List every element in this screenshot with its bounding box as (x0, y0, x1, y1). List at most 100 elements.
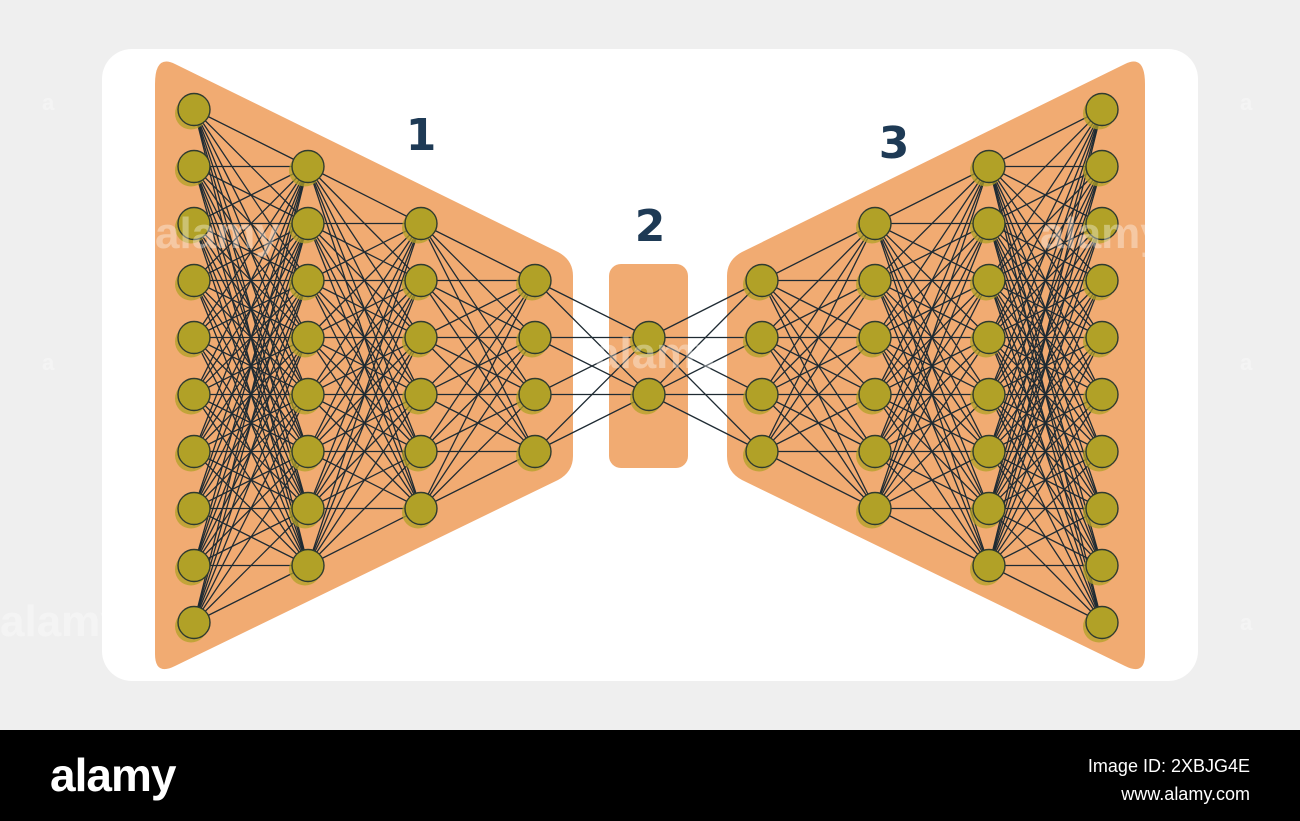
neuron-node (402, 263, 438, 301)
connection-line (648, 393, 763, 453)
autoencoder-diagram: 1 2 3 a a a a a alamy alamy alamy alamy (0, 61, 1253, 670)
neuron-node (743, 320, 779, 358)
watermark-mark: a (1240, 350, 1253, 375)
watermark-text: alamy (595, 329, 720, 378)
connection-line (193, 166, 309, 281)
neuron-node (516, 320, 552, 358)
connection-line (648, 280, 763, 395)
section-label-bottleneck: 2 (635, 201, 666, 252)
neuron-node (175, 377, 211, 415)
footer-logo: alamy (50, 749, 176, 801)
decoder-panel (727, 61, 1145, 670)
neuron-node (402, 491, 438, 529)
connection-line (307, 280, 422, 566)
connection-line (307, 507, 422, 567)
neuron-node (516, 434, 552, 472)
neuron-node (1083, 206, 1119, 244)
neuron-node (970, 434, 1006, 472)
watermark-layer: a a a a a alamy alamy alamy alamy (0, 90, 1253, 646)
connection-line (420, 222, 536, 282)
connection-line (874, 166, 990, 338)
neuron-node (970, 206, 1006, 244)
neuron-node (1083, 263, 1119, 301)
connection-line (761, 223, 876, 395)
neuron-node (175, 263, 211, 301)
connection-line (307, 222, 422, 282)
watermark-mark: a (1240, 610, 1253, 635)
connection-line (874, 166, 990, 395)
neuron-node (175, 149, 211, 187)
neuron-node (289, 548, 325, 586)
neuron-node (970, 377, 1006, 415)
connection-line (761, 223, 876, 452)
connection-line (307, 451, 422, 566)
connection-line (307, 223, 422, 338)
neuron-node (175, 605, 211, 643)
connection-line (307, 165, 422, 225)
neuron-node (630, 320, 666, 358)
connection-line (193, 166, 309, 566)
connection-line (988, 109, 1103, 452)
connection-line (988, 108, 1103, 168)
diagram-area: 1 2 3 a a a a a alamy alamy alamy alamy (0, 49, 1253, 681)
connection-line (988, 109, 1103, 224)
connection-line (874, 394, 990, 509)
image-id-text: Image ID: 2XBJG4E (1087, 756, 1250, 776)
neuron-node (743, 263, 779, 301)
neuron-node (175, 320, 211, 358)
connection-line (988, 109, 1103, 509)
connection-line (874, 450, 990, 510)
neuron-node (970, 263, 1006, 301)
connection-line (193, 166, 309, 509)
neuron-node (402, 206, 438, 244)
connection-line (193, 337, 309, 623)
neuron-node (743, 377, 779, 415)
neuron-node (970, 491, 1006, 529)
connection-line (988, 507, 1103, 567)
connection-line (874, 166, 990, 509)
neuron-node (289, 263, 325, 301)
neuron-node (175, 206, 211, 244)
neuron-node (1083, 491, 1119, 529)
connection-line (307, 223, 422, 509)
connection-line (193, 394, 309, 623)
connection-line (874, 166, 990, 281)
neuron-node (856, 263, 892, 301)
neuron-node (1083, 320, 1119, 358)
watermark-mark: a (1240, 90, 1253, 115)
connection-line (307, 337, 422, 566)
neuron-node (856, 320, 892, 358)
connection-line (648, 336, 763, 396)
neuron-node (1083, 92, 1119, 130)
connection-line (420, 279, 536, 339)
connection-line (988, 564, 1103, 624)
neuron-node (1083, 548, 1119, 586)
connection-line (193, 280, 309, 623)
connection-line (534, 337, 650, 452)
neuron-node (856, 434, 892, 472)
connection-line (874, 337, 990, 509)
connection-line (988, 394, 1103, 566)
connection-line (761, 280, 876, 452)
connection-line (193, 165, 309, 225)
connection-line (307, 223, 422, 395)
connection-line (761, 393, 876, 453)
connection-line (193, 166, 309, 623)
connection-line (988, 223, 1103, 566)
neuron-node (289, 206, 325, 244)
connection-line (874, 166, 990, 452)
connection-line (988, 109, 1103, 281)
connection-line (988, 451, 1103, 566)
connection-line (420, 337, 536, 509)
watermark-mark: a (42, 350, 55, 375)
neuron-node (289, 491, 325, 529)
watermark-text: alamy (1040, 209, 1165, 258)
section-labels: 1 2 3 (406, 110, 910, 252)
neuron-node (289, 149, 325, 187)
neuron-node (970, 149, 1006, 187)
connection-line (988, 166, 1103, 566)
footer-bar: alamy Image ID: 2XBJG4E www.alamy.com (0, 730, 1300, 821)
neuron-node (1083, 434, 1119, 472)
connection-line (988, 337, 1103, 566)
connection-line (193, 451, 309, 623)
